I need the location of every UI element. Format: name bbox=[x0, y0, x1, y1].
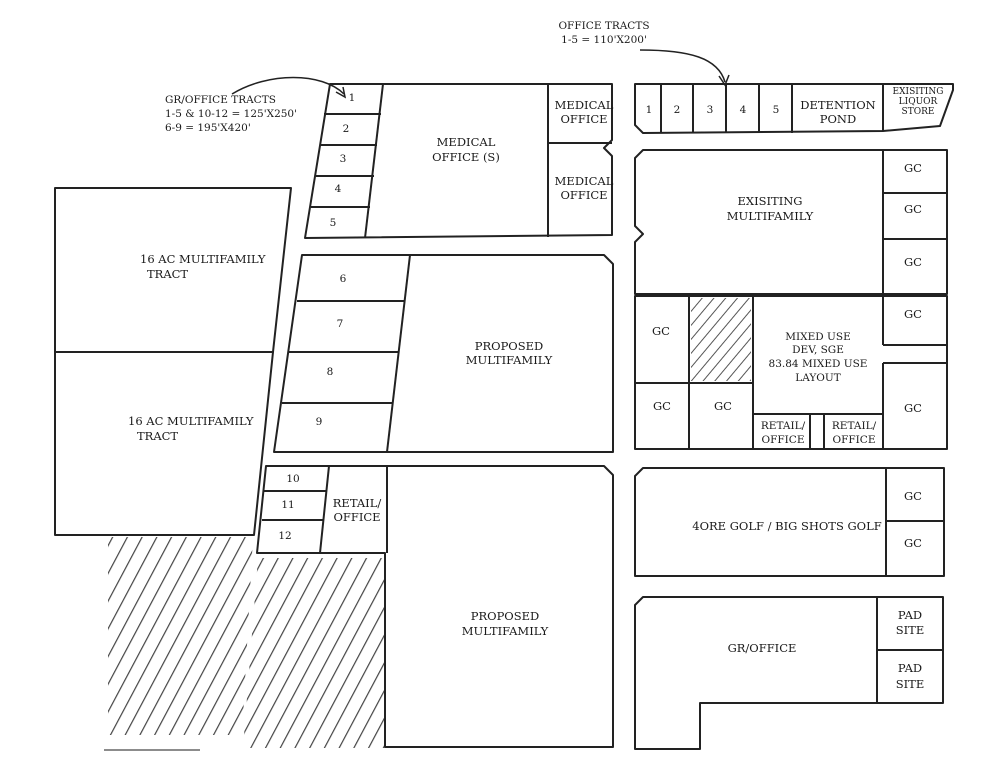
office-tract-3: 3 bbox=[707, 104, 714, 116]
block-office-tracts: 1 2 3 4 5 DETENTION POND EXISITING LIQUO… bbox=[634, 83, 954, 134]
mixed-use-label-1: MIXED USE bbox=[785, 331, 851, 343]
office-tract-4: 4 bbox=[740, 104, 747, 116]
medical-office-bottom-label-2: OFFICE bbox=[560, 188, 607, 202]
medical-office-bottom-label-1: MEDICAL bbox=[555, 174, 614, 188]
proposed-multifamily-north-label-1: PROPOSED bbox=[475, 339, 543, 353]
gc-2-label: GC bbox=[904, 202, 922, 216]
gr-office-tract-12: 12 bbox=[278, 530, 291, 542]
proposed-multifamily-north-label-2: MULTIFAMILY bbox=[466, 353, 553, 367]
pad-site-2-label-2: SITE bbox=[896, 677, 925, 691]
retail-office-west-label-2: OFFICE bbox=[333, 510, 380, 524]
multifamily-tract-north: 16 AC MULTIFAMILY TRACT bbox=[54, 187, 292, 353]
liquor-store-label-2: LIQUOR bbox=[899, 97, 938, 107]
block-golf: GC GC 4ORE GOLF / BIG SHOTS GOLF bbox=[634, 467, 945, 577]
block-proposed-multifamily-south: 10 11 12 RETAIL/ OFFICE PROPOSED MULTIFA… bbox=[256, 465, 614, 748]
office-tract-1: 1 bbox=[646, 104, 653, 116]
block-gr-office: GR/OFFICE PAD SITE PAD SITE bbox=[634, 596, 944, 750]
gr-office-tracts-arrow bbox=[231, 76, 345, 95]
block-mixed-use: GC GC GC GC GC MIXED USE DEV, SGE 83.84 … bbox=[634, 295, 948, 450]
mixed-use-label-4: LAYOUT bbox=[795, 372, 841, 384]
gc-6-label: GC bbox=[653, 399, 671, 413]
multifamily-tract-south: 16 AC MULTIFAMILY TRACT bbox=[54, 351, 274, 536]
liquor-store-label-3: STORE bbox=[902, 107, 935, 117]
mixed-use-label-2: DEV, SGE bbox=[792, 344, 844, 356]
gr-office-tract-9: 9 bbox=[316, 416, 323, 428]
multifamily-tract-north-label-2: TRACT bbox=[147, 267, 188, 281]
gc-10-label: GC bbox=[904, 536, 922, 550]
gc-8-label: GC bbox=[904, 401, 922, 415]
office-tract-5: 5 bbox=[773, 104, 780, 116]
gc-5-label: GC bbox=[652, 324, 670, 338]
hatched-area-center bbox=[243, 558, 385, 748]
gc-1-label: GC bbox=[904, 161, 922, 175]
gr-office-tract-11: 11 bbox=[281, 499, 294, 511]
exisiting-multifamily-label-1: EXISITING bbox=[737, 194, 802, 208]
gr-office-label: GR/OFFICE bbox=[728, 641, 797, 655]
medical-office-s-label-1: MEDICAL bbox=[437, 135, 496, 149]
gr-office-tract-5: 5 bbox=[330, 217, 337, 229]
proposed-multifamily-south-label-2: MULTIFAMILY bbox=[462, 624, 549, 638]
retail-office-west-label-1: RETAIL/ bbox=[333, 496, 382, 510]
retail-office-1-label-1: RETAIL/ bbox=[761, 420, 806, 432]
block-medical: 1 2 3 4 5 MEDICAL OFFICE (S) MEDICAL OFF… bbox=[304, 83, 614, 239]
gc-7-label: GC bbox=[714, 399, 732, 413]
gr-office-tracts-dims-2: 6-9 = 195'X420' bbox=[165, 122, 251, 134]
block-exisiting-multifamily: GC GC GC EXISITING MULTIFAMILY bbox=[634, 149, 948, 295]
pad-site-1-label-1: PAD bbox=[898, 608, 922, 622]
proposed-multifamily-south-label-1: PROPOSED bbox=[471, 609, 539, 623]
hatched-area-west bbox=[108, 537, 253, 735]
gr-office-tracts-title: GR/OFFICE TRACTS bbox=[165, 94, 276, 106]
gc-9-label: GC bbox=[904, 489, 922, 503]
hatched-area-mixed-use bbox=[691, 298, 751, 381]
gr-office-tract-3: 3 bbox=[340, 153, 347, 165]
mixed-use-label-3: 83.84 MIXED USE bbox=[769, 358, 868, 370]
medical-office-s-label-2: OFFICE (S) bbox=[432, 150, 500, 164]
retail-office-2-label-2: OFFICE bbox=[832, 434, 875, 446]
gc-3-label: GC bbox=[904, 255, 922, 269]
pad-site-2-label-1: PAD bbox=[898, 661, 922, 675]
gr-office-tracts-annotation: GR/OFFICE TRACTS 1-5 & 10-12 = 125'X250'… bbox=[165, 76, 347, 134]
office-tracts-title: OFFICE TRACTS bbox=[558, 20, 649, 32]
exisiting-multifamily-label-2: MULTIFAMILY bbox=[727, 209, 814, 223]
medical-office-top-label-2: OFFICE bbox=[560, 112, 607, 126]
office-tract-2: 2 bbox=[674, 104, 681, 116]
medical-office-top-label-1: MEDICAL bbox=[555, 98, 614, 112]
retail-office-1-label-2: OFFICE bbox=[761, 434, 804, 446]
gr-office-tract-2: 2 bbox=[343, 123, 350, 135]
gc-4-label: GC bbox=[904, 307, 922, 321]
liquor-store-label-1: EXISITING bbox=[893, 87, 944, 97]
gr-office-tracts-dims-1: 1-5 & 10-12 = 125'X250' bbox=[165, 108, 297, 120]
detention-pond-label-1: DETENTION bbox=[800, 98, 875, 112]
multifamily-tract-south-label-2: TRACT bbox=[137, 429, 178, 443]
detention-pond-label-2: POND bbox=[820, 112, 856, 126]
pad-site-1-label-2: SITE bbox=[896, 623, 925, 637]
block-proposed-multifamily-north: 6 7 8 9 PROPOSED MULTIFAMILY bbox=[273, 254, 614, 453]
office-tracts-dims: 1-5 = 110'X200' bbox=[561, 34, 647, 46]
multifamily-tract-south-label-1: 16 AC MULTIFAMILY bbox=[128, 414, 254, 428]
retail-office-2-label-1: RETAIL/ bbox=[832, 420, 877, 432]
gr-office-tract-1: 1 bbox=[349, 92, 356, 104]
gr-office-tract-4: 4 bbox=[335, 183, 342, 195]
gr-office-tract-6: 6 bbox=[340, 273, 347, 285]
multifamily-tract-north-label-1: 16 AC MULTIFAMILY bbox=[140, 252, 266, 266]
gr-office-tract-8: 8 bbox=[327, 366, 334, 378]
golf-label: 4ORE GOLF / BIG SHOTS GOLF bbox=[692, 519, 881, 533]
gr-office-tract-10: 10 bbox=[286, 473, 299, 485]
gr-office-tracts-arrowhead bbox=[335, 86, 347, 99]
office-tracts-arrow bbox=[639, 49, 726, 83]
gr-office-tract-7: 7 bbox=[337, 318, 344, 330]
office-tracts-annotation: OFFICE TRACTS 1-5 = 110'X200' bbox=[558, 20, 730, 87]
